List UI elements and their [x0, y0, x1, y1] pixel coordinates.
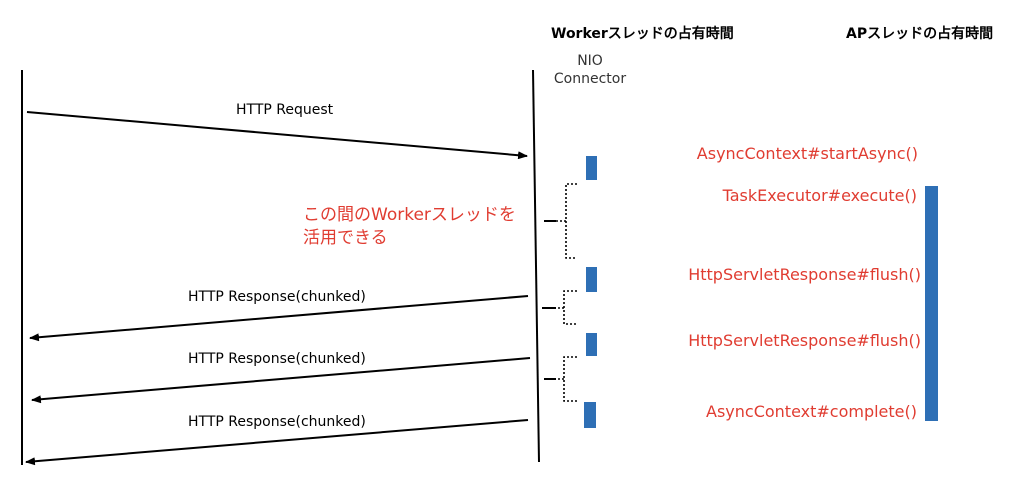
server-lifeline — [532, 69, 540, 463]
request-label: HTTP Request — [236, 102, 334, 118]
response-arrow-2 — [31, 357, 531, 404]
free-period-bracket-1 — [556, 183, 577, 259]
worker-reuse-note: この間のWorkerスレッドを 活用できる — [303, 204, 516, 250]
execute-call: TaskExecutor#execute() — [722, 186, 917, 205]
ap-thread-bar — [925, 186, 938, 421]
flush-call-1: HttpServletResponse#flush() — [688, 265, 921, 284]
worker-bar-2 — [586, 267, 597, 292]
response-label-2: HTTP Response(chunked) — [188, 351, 366, 367]
ap-thread-header: APスレッドの占有時間 — [846, 26, 994, 42]
free-period-bracket-3 — [556, 356, 577, 402]
nio-connector-label: NIO Connector — [550, 52, 630, 88]
worker-bar-4 — [584, 402, 596, 428]
nio-connector-line2: Connector — [553, 71, 627, 87]
worker-thread-header: Workerスレッドの占有時間 — [551, 26, 734, 42]
worker-bar-1 — [586, 156, 597, 180]
response-arrow-3 — [25, 419, 529, 466]
worker-bar-3 — [586, 333, 597, 356]
response-label-3: HTTP Response(chunked) — [188, 414, 366, 430]
response-arrow-1 — [29, 295, 529, 342]
flush-call-2: HttpServletResponse#flush() — [688, 331, 921, 350]
start-async-call: AsyncContext#startAsync() — [696, 144, 918, 163]
response-label-1: HTTP Response(chunked) — [188, 289, 366, 305]
request-arrow — [26, 111, 528, 160]
nio-connector-line1: NIO — [577, 53, 603, 69]
worker-reuse-note-line2: 活用できる — [303, 228, 388, 248]
free-period-bracket-2 — [556, 290, 577, 325]
worker-reuse-note-line1: この間のWorkerスレッドを — [303, 205, 516, 225]
complete-call: AsyncContext#complete() — [706, 402, 917, 421]
